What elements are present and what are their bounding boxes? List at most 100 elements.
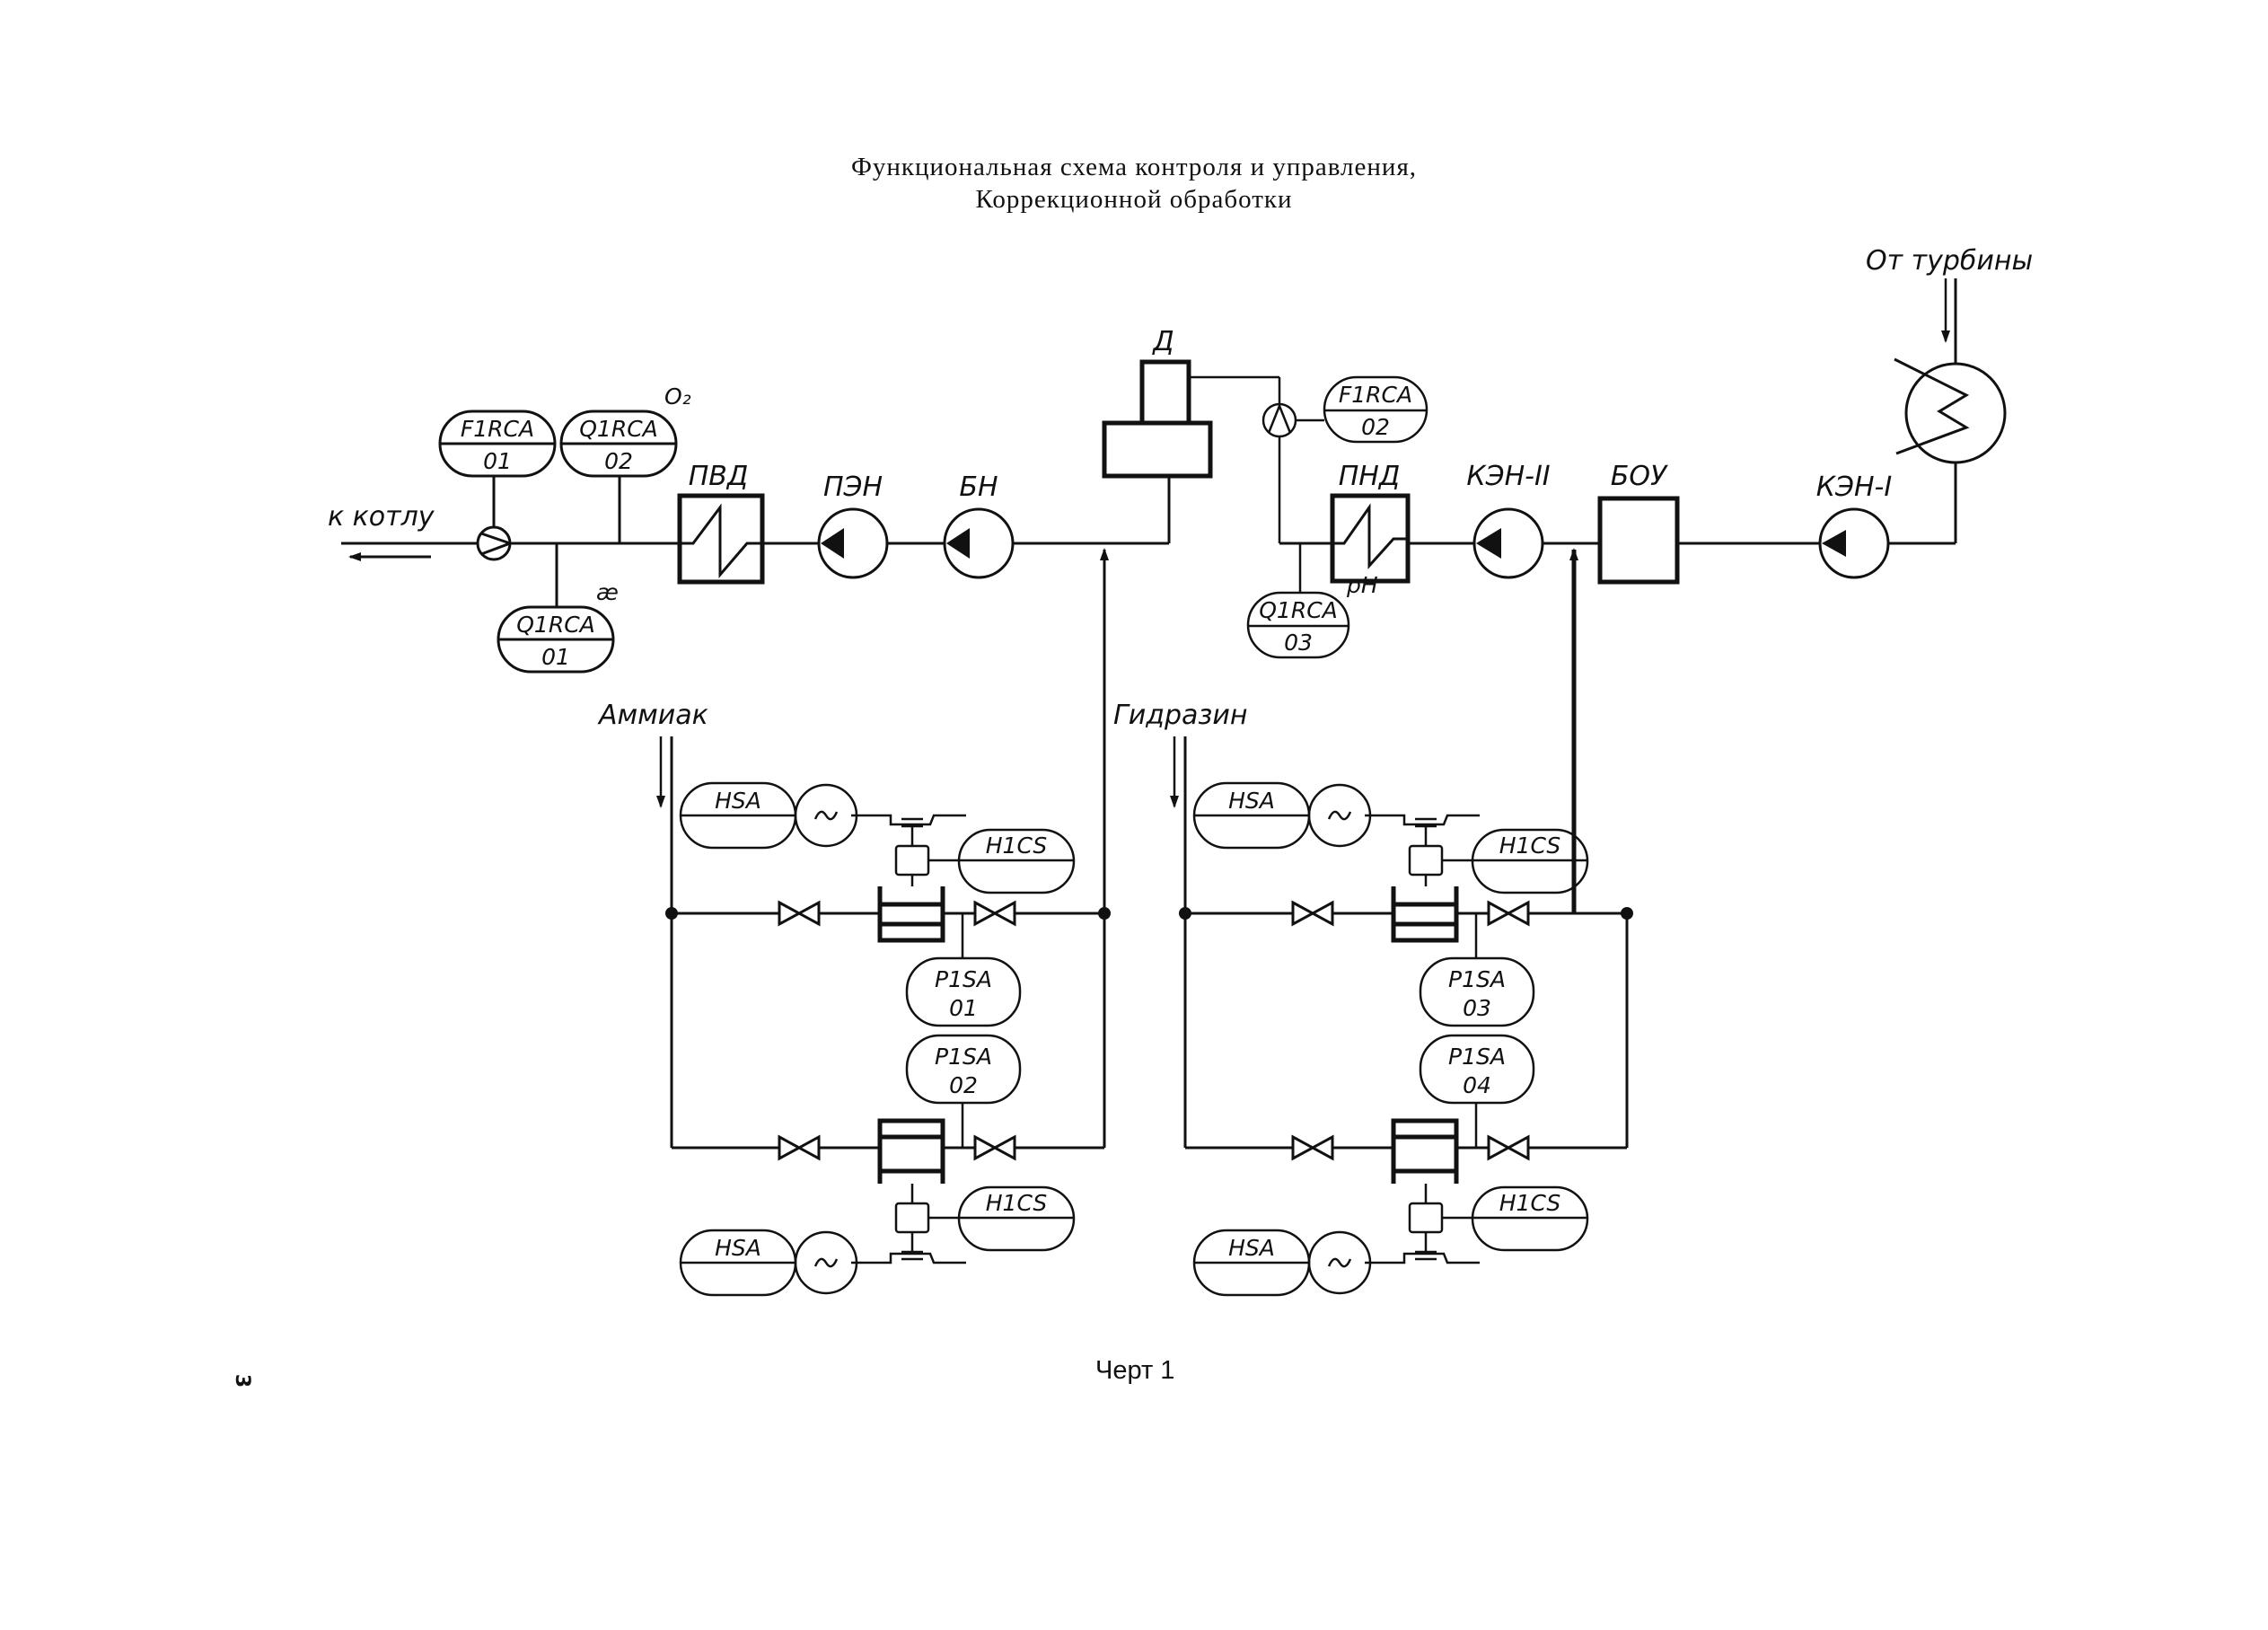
- instrument-number: 04: [1463, 1072, 1491, 1098]
- shaft-coupling: [851, 814, 966, 826]
- condensate-line: [1189, 375, 1957, 545]
- instrument-hand-control[interactable]: H1CS: [957, 828, 1076, 894]
- flow-meter-icon: [476, 525, 514, 561]
- shutoff-valve-icon[interactable]: [1487, 1134, 1530, 1161]
- dosing-pump[interactable]: [877, 886, 945, 943]
- instrument-code: F1RCA: [1339, 382, 1412, 408]
- instrument-number: 02: [949, 1072, 978, 1098]
- hp-heater-label: ПВД: [689, 461, 749, 492]
- condensate-pump-1[interactable]: [1818, 507, 1890, 579]
- condensate-polishing-label: БОУ: [1611, 461, 1668, 492]
- instrument-number: 01: [483, 448, 512, 474]
- instrument-number: 03: [1284, 630, 1313, 656]
- from-turbine-label: От турбины: [1866, 245, 2033, 277]
- actuator-box: [1408, 1202, 1444, 1234]
- instrument-number: 03: [1463, 995, 1491, 1021]
- instrument-number: 02: [604, 448, 633, 474]
- instrument-code: HSA: [1228, 788, 1275, 814]
- instrument-hand-control[interactable]: H1CS: [957, 1185, 1076, 1252]
- dosing-pump[interactable]: [877, 1118, 945, 1184]
- feedwater-line: [341, 476, 1171, 545]
- instrument-number: 01: [949, 995, 978, 1021]
- instrument-conductivity[interactable]: Q1RCA 01: [497, 605, 615, 674]
- shutoff-valve-icon[interactable]: [1291, 1134, 1334, 1161]
- dosing-pump[interactable]: [1391, 1118, 1459, 1184]
- instrument-code: P1SA: [1448, 1044, 1506, 1070]
- instrument-code: F1RCA: [461, 416, 534, 442]
- feed-pump[interactable]: [817, 507, 889, 579]
- shaft-coupling: [1365, 1252, 1480, 1264]
- actuator-box: [894, 844, 930, 877]
- shutoff-valve-icon[interactable]: [778, 900, 821, 927]
- diagram-title-line-1: Функциональная схема контроля и управлен…: [850, 153, 1418, 181]
- shutoff-valve-icon[interactable]: [973, 1134, 1016, 1161]
- instrument-code: HSA: [1228, 1235, 1275, 1261]
- instrument-number: 01: [541, 644, 570, 670]
- instrument-oxygen[interactable]: Q1RCA 02: [559, 410, 678, 478]
- deaerator-label: Д: [1151, 326, 1174, 357]
- ammonia-label: Аммиак: [597, 700, 708, 731]
- to-boiler-label: к котлу: [328, 501, 435, 533]
- instrument-code: H1CS: [986, 833, 1048, 859]
- instrument-motor-switch[interactable]: HSA: [679, 1229, 797, 1297]
- instrument-code: P1SA: [935, 966, 992, 992]
- conductivity-note: æ: [596, 579, 619, 605]
- feed-pump-label: ПЭН: [823, 471, 883, 503]
- shutoff-valve-icon[interactable]: [973, 900, 1016, 927]
- instrument-code: HSA: [715, 788, 761, 814]
- instrument-hand-control[interactable]: H1CS: [1471, 1185, 1589, 1252]
- instrument-code: Q1RCA: [516, 612, 595, 638]
- hp-heater[interactable]: [677, 493, 765, 585]
- deaerator[interactable]: [1102, 359, 1213, 479]
- oxygen-note: O₂: [664, 383, 691, 410]
- instrument-pressure[interactable]: P1SA 03: [1419, 956, 1535, 1027]
- motor-icon: [794, 783, 858, 848]
- actuator-box: [894, 1202, 930, 1234]
- instrument-code: H1CS: [1499, 1190, 1561, 1216]
- shaft-coupling: [1365, 814, 1480, 826]
- figure-label: Черт 1: [1095, 1356, 1175, 1385]
- instrument-code: H1CS: [1499, 833, 1561, 859]
- dosing-pump[interactable]: [1391, 886, 1459, 943]
- flow-meter-icon: [1261, 402, 1297, 438]
- ph-note: pH: [1346, 572, 1378, 598]
- motor-icon: [794, 1230, 858, 1295]
- instrument-motor-switch[interactable]: HSA: [679, 781, 797, 850]
- condensate-pump-2-label: КЭН-II: [1466, 461, 1550, 492]
- instrument-code: P1SA: [935, 1044, 992, 1070]
- condensate-pump-1-label: КЭН-I: [1816, 471, 1893, 503]
- diagram-title-line-2: Коррекционной обработки: [975, 185, 1293, 214]
- shaft-coupling: [851, 1252, 966, 1264]
- condensate-pump-2[interactable]: [1472, 507, 1544, 579]
- booster-pump-label: БН: [959, 471, 998, 503]
- condenser[interactable]: [1894, 357, 2007, 464]
- actuator-box: [1408, 844, 1444, 877]
- condensate-polishing-unit[interactable]: [1597, 496, 1680, 585]
- instrument-motor-switch[interactable]: HSA: [1192, 1229, 1311, 1297]
- instrument-ph[interactable]: Q1RCA 03: [1246, 591, 1350, 659]
- instrument-code: Q1RCA: [1259, 597, 1338, 623]
- shutoff-valve-icon[interactable]: [1291, 900, 1334, 927]
- booster-pump[interactable]: [943, 507, 1015, 579]
- instrument-code: Q1RCA: [579, 416, 658, 442]
- shutoff-valve-icon[interactable]: [1487, 900, 1530, 927]
- instrument-pressure[interactable]: P1SA 01: [905, 956, 1022, 1027]
- motor-icon: [1307, 783, 1372, 848]
- instrument-flow-boiler[interactable]: F1RCA 01: [438, 410, 557, 478]
- motor-icon: [1307, 1230, 1372, 1295]
- lp-heater-label: ПНД: [1339, 461, 1401, 492]
- instrument-motor-switch[interactable]: HSA: [1192, 781, 1311, 850]
- instrument-hand-control[interactable]: H1CS: [1471, 828, 1589, 894]
- lp-heater[interactable]: [1330, 493, 1411, 584]
- shutoff-valve-icon[interactable]: [778, 1134, 821, 1161]
- hydrazine-label: Гидразин: [1113, 700, 1247, 731]
- instrument-code: H1CS: [986, 1190, 1048, 1216]
- page-number: 3: [231, 1373, 254, 1388]
- instrument-flow-condensate[interactable]: F1RCA 02: [1323, 375, 1428, 444]
- instrument-code: P1SA: [1448, 966, 1506, 992]
- instrument-code: HSA: [715, 1235, 761, 1261]
